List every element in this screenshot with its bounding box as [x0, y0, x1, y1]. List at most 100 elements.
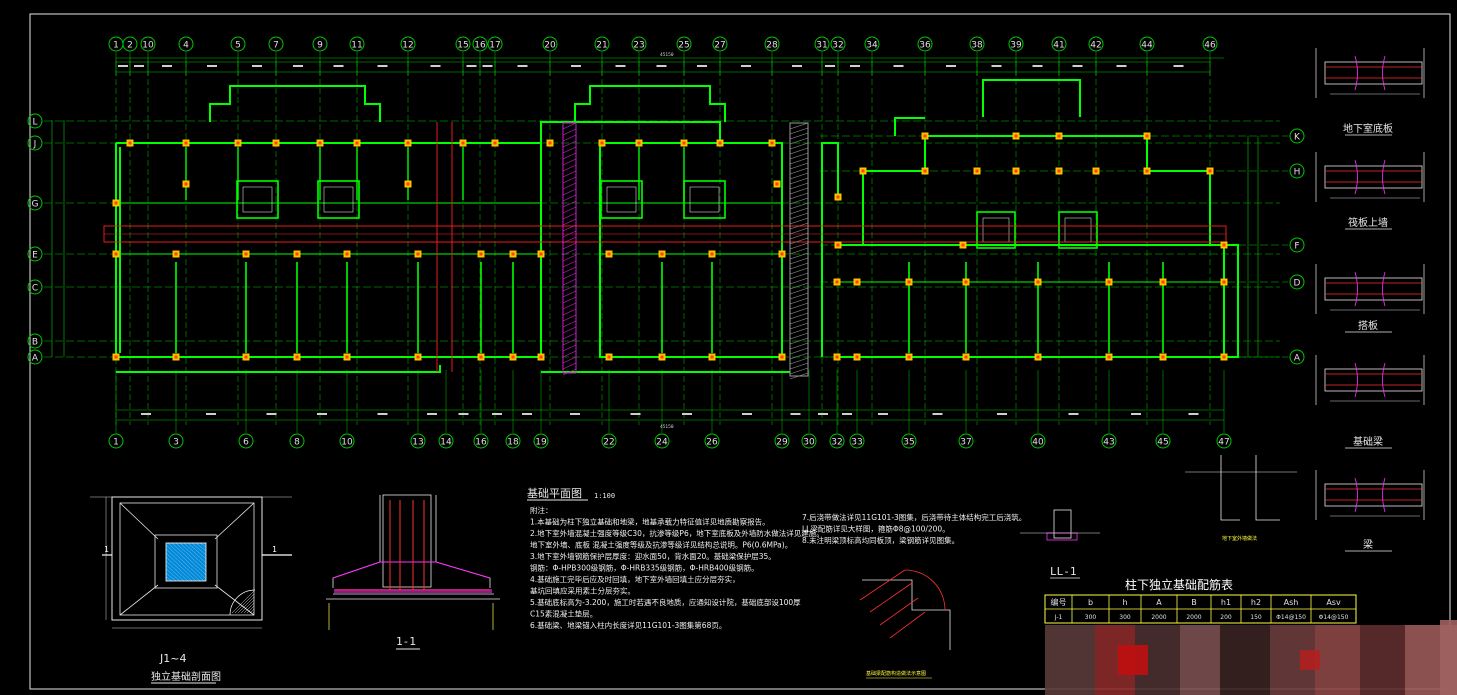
table-cell: 300 [1119, 614, 1131, 621]
axis-bubble-top: 34 [864, 36, 880, 52]
stair-box [317, 180, 360, 219]
wall-outlines [115, 79, 1239, 373]
column-core [835, 280, 839, 284]
axis-bubble-circle [27, 195, 43, 211]
axis-bubble-circle [438, 433, 454, 449]
dim-text-mark [878, 413, 888, 415]
axis-bubble-top: 17 [487, 36, 503, 52]
hatch-line [789, 362, 809, 370]
axis-bubble-label: 18 [507, 438, 519, 448]
axis-bubble-circle [1216, 433, 1232, 449]
axis-bubble-circle [542, 36, 558, 52]
axis-bubble-circle [455, 36, 471, 52]
axis-bubble-label: 22 [603, 438, 614, 448]
stair-box-inner [323, 186, 354, 213]
axis-bubble-circle [27, 279, 43, 295]
column-core [836, 243, 840, 247]
axis-bubble-circle [27, 349, 43, 365]
axis-bubble-label: 2 [127, 41, 133, 51]
axis-bubble-circle [238, 433, 254, 449]
hatch-line [562, 338, 577, 346]
wall-line [821, 142, 839, 357]
axis-bubble-top: 2 [122, 36, 138, 52]
blurred-block [1360, 625, 1405, 695]
hatch-line [562, 368, 577, 376]
table-cell: J-1 [1054, 614, 1063, 621]
axis-bubble-left: C [27, 279, 43, 295]
axis-bubble-bottom: 40 [1030, 433, 1046, 449]
column-core [295, 252, 299, 256]
hatch-line [789, 262, 809, 270]
axis-bubble-circle [958, 433, 974, 449]
axis-bubble-bottom: 26 [704, 433, 720, 449]
side-detail: 筏板上墙 [1315, 152, 1425, 230]
hatch-line [165, 556, 193, 582]
axis-bubble-top: 39 [1008, 36, 1024, 52]
table-header: h1 [1221, 598, 1231, 607]
column-core [174, 252, 178, 256]
axis-bubble-circle [1289, 274, 1305, 290]
hatch-line [252, 611, 255, 614]
hatch-line [249, 608, 255, 614]
dim-text-mark [741, 65, 751, 67]
axis-bubble-circle [230, 36, 246, 52]
column-core [114, 252, 118, 256]
stair-box-inner [689, 186, 720, 213]
column-core [274, 141, 278, 145]
hatch-line [562, 260, 577, 268]
axis-bubble-left: A [27, 349, 43, 365]
axis-bubble-right: D [1289, 274, 1305, 290]
axis-bubble-label: 4 [183, 41, 189, 51]
column-core [861, 169, 865, 173]
column-core [770, 141, 774, 145]
axis-bubble-circle [27, 135, 43, 151]
column-core [964, 280, 968, 284]
column-core [539, 355, 543, 359]
hatch-line [231, 590, 255, 614]
blurred-block [1180, 625, 1220, 695]
axis-bubble-bottom: 6 [238, 433, 254, 449]
column-core [682, 141, 686, 145]
side-detail-curve [1382, 477, 1386, 513]
stair-box-inner [606, 186, 637, 213]
section-1-1-label: 1-1 [396, 635, 416, 648]
axis-bubble-label: 29 [776, 438, 788, 448]
hatch-line [237, 596, 255, 614]
hatch-line [562, 158, 577, 166]
axis-bubble-label: 19 [535, 438, 547, 448]
axis-bubble-circle [27, 333, 43, 349]
column-core [1057, 169, 1061, 173]
axis-bubble-label: 27 [714, 41, 725, 51]
hatch-line [789, 172, 809, 180]
axis-bubble-label: 8 [294, 438, 300, 448]
hatch-line [789, 287, 809, 295]
table-header: b [1088, 598, 1093, 607]
axis-bubble-top: 7 [268, 36, 284, 52]
column-core [1094, 169, 1098, 173]
hatch-line [165, 548, 201, 582]
side-detail-box [1324, 277, 1423, 301]
axis-bubble-top: 23 [631, 36, 647, 52]
side-detail-box [1324, 61, 1423, 85]
axis-bubble-label: D [1294, 279, 1301, 289]
hatch-line [562, 194, 577, 202]
dim-text-mark [790, 413, 801, 415]
column-core [461, 141, 465, 145]
dim-text-mark [522, 413, 532, 415]
hatch-line [562, 206, 577, 214]
axis-bubble-circle [829, 433, 845, 449]
hatch-line [562, 332, 577, 340]
dim-text-mark [842, 413, 852, 415]
axis-bubble-circle [601, 433, 617, 449]
table-header: Asv [1326, 598, 1341, 607]
dim-text-mark [656, 65, 667, 67]
axis-bubble-label: 3 [173, 438, 179, 448]
column-core [174, 355, 178, 359]
column-core [244, 252, 248, 256]
column-core [1057, 134, 1061, 138]
axis-bubble-bottom: 33 [849, 433, 865, 449]
column-core [406, 182, 410, 186]
hatch-line [789, 157, 809, 165]
column-core [511, 252, 515, 256]
axis-bubble-circle [473, 433, 489, 449]
